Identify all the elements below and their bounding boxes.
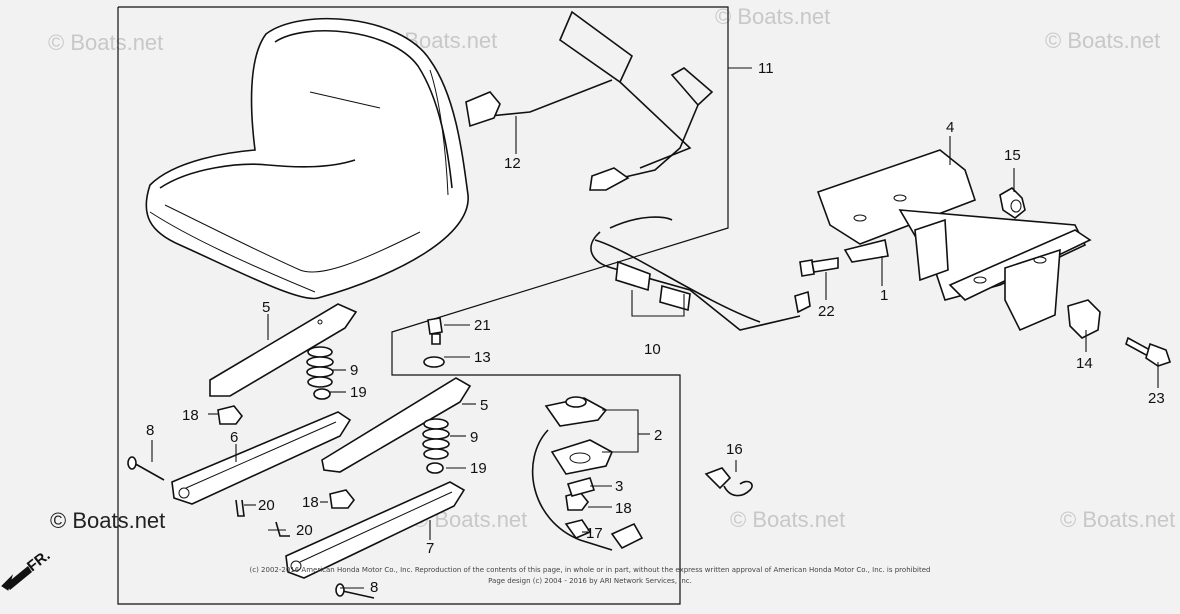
wire-harness-part (590, 216, 811, 331)
callout-2: 2 (654, 427, 662, 444)
seat-rail-arm-lower-part (321, 377, 472, 473)
copyright-line-1: (c) 2002-2016 American Honda Motor Co., … (249, 566, 931, 574)
seat-rail-lower-part-2 (285, 481, 466, 579)
callout-numbers: 1 2 3 4 5 5 6 7 8 8 9 9 10 11 12 13 14 1… (146, 60, 1165, 596)
callout-leaders (151, 67, 1159, 589)
callout-6: 6 (230, 429, 238, 446)
callout-3: 3 (615, 478, 623, 495)
callout-20b: 20 (296, 522, 313, 539)
callout-8a: 8 (146, 422, 154, 439)
callout-22: 22 (818, 303, 835, 320)
seat-rail-lower-part (171, 411, 352, 505)
callout-7: 7 (426, 540, 434, 557)
callout-1: 1 (880, 287, 888, 304)
assembly-frame (117, 6, 729, 605)
callout-8b: 8 (370, 579, 378, 596)
callout-10: 10 (644, 341, 661, 358)
callout-16: 16 (726, 441, 743, 458)
callout-14: 14 (1076, 355, 1093, 372)
seat-switch-part (531, 396, 644, 551)
callout-15: 15 (1004, 147, 1021, 164)
spring-upper-part (306, 346, 334, 400)
harness-clamp-part (704, 467, 753, 497)
callout-13: 13 (474, 349, 491, 366)
clip-part (1067, 299, 1101, 339)
watermark: © Boats.net (715, 4, 831, 29)
seat-frame-part (816, 149, 1092, 332)
callout-18c: 18 (615, 500, 632, 517)
long-bolt-part (127, 456, 375, 599)
copyright-line-2: Page design (c) 2004 - 2016 by ARI Netwo… (488, 577, 692, 585)
seat-part (145, 17, 469, 300)
watermark: © Boats.net (730, 507, 846, 532)
callout-9a: 9 (350, 362, 358, 379)
grommet-part (999, 186, 1026, 219)
callout-5a: 5 (262, 299, 270, 316)
pin-part (235, 499, 290, 537)
callout-20a: 20 (258, 497, 275, 514)
watermark: © Boats.net (1060, 507, 1176, 532)
watermark-primary: © Boats.net (50, 508, 166, 533)
callout-12: 12 (504, 155, 521, 172)
callout-5b: 5 (480, 397, 488, 414)
callout-4: 4 (946, 119, 954, 136)
spring-lower-part (422, 418, 450, 474)
watermark: © Boats.net (48, 30, 164, 55)
flange-bolt-part (1125, 336, 1172, 367)
callout-19a: 19 (350, 384, 367, 401)
bolt-washer-part (423, 317, 445, 368)
callout-9b: 9 (470, 429, 478, 446)
watermark: © Boats.net (1045, 28, 1161, 53)
bolt-part (799, 257, 839, 277)
seat-rail-arm-upper-part (209, 303, 358, 397)
callout-18a: 18 (182, 407, 199, 424)
callout-19b: 19 (470, 460, 487, 477)
callout-18b: 18 (302, 494, 319, 511)
seat-switch-wire-part (465, 10, 714, 191)
callout-17: 17 (586, 525, 603, 542)
callout-11: 11 (758, 60, 774, 77)
callout-21: 21 (474, 317, 491, 334)
callout-23: 23 (1148, 390, 1165, 407)
